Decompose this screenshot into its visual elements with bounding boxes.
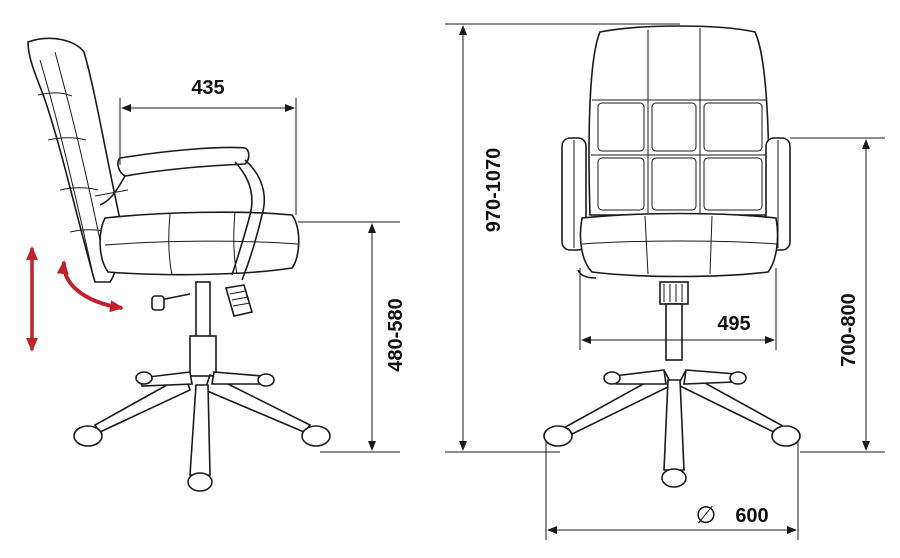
seat-width-label: 495 — [717, 313, 750, 335]
diameter-symbol-icon: ∅ — [696, 502, 717, 529]
dimension-diameter-600: ∅ 600 — [545, 440, 799, 540]
dimension-435: 435 — [119, 77, 297, 215]
seat-height-label: 480-580 — [385, 298, 407, 371]
total-height-label: 970-1070 — [483, 148, 505, 233]
front-view-chair — [543, 25, 801, 488]
base-diameter-label: 600 — [735, 505, 768, 527]
side-view-chair — [27, 37, 331, 492]
armrest-height-label: 700-800 — [838, 293, 860, 366]
dimension-480-580: 480-580 — [298, 221, 407, 453]
curved-arrow-icon — [56, 260, 124, 313]
seat-depth-label: 435 — [191, 77, 224, 99]
dimension-970-1070: 970-1070 — [445, 23, 680, 453]
dimension-700-800: 700-800 — [790, 137, 885, 453]
dimension-495: 495 — [579, 268, 777, 350]
